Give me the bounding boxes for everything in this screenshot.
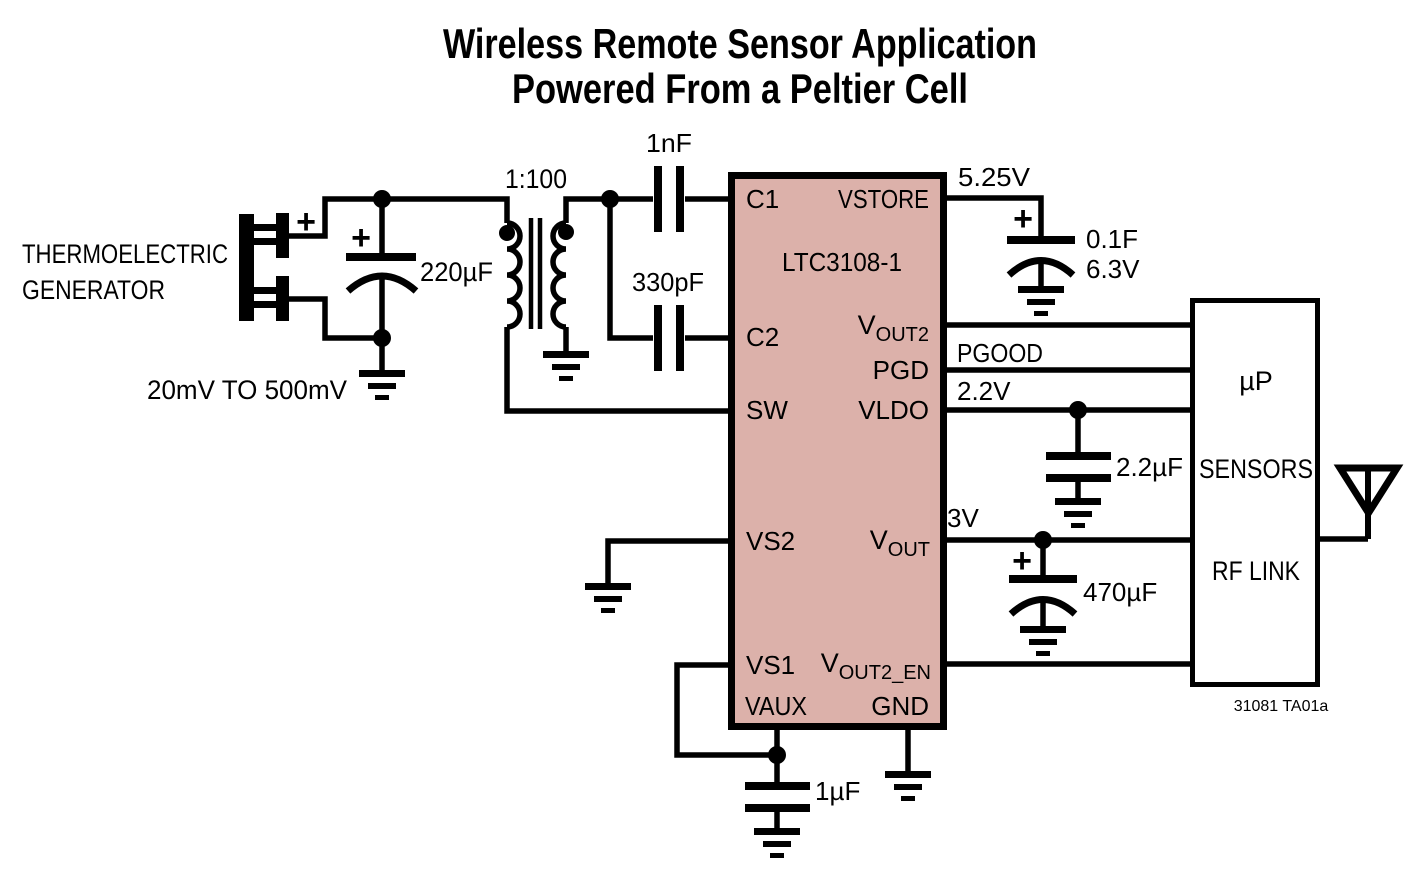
transformer-symbol xyxy=(499,218,574,330)
pin-label-vs1: VS1 xyxy=(746,650,795,680)
diagram-title-line2: Powered From a Peltier Cell xyxy=(512,65,968,112)
teg-range-label: 20mV TO 500mV xyxy=(147,375,347,405)
figure-note: 31081 TA01a xyxy=(1234,698,1329,715)
pin-label-vout2: VOUT2 xyxy=(858,310,929,346)
cap-220uF-label: 220µF xyxy=(420,257,493,287)
junction-dots xyxy=(373,190,1087,764)
ground-cstore xyxy=(1018,286,1064,316)
wire-junction-drop xyxy=(607,199,653,341)
primary-winding xyxy=(506,220,523,330)
ic-body xyxy=(728,172,947,730)
junction-secondary xyxy=(601,190,619,208)
ground-vs2 xyxy=(585,583,631,613)
pin-label-vout-main: V xyxy=(870,525,888,555)
cap-470uF-label: 470µF xyxy=(1083,577,1157,607)
pin-label-c2: C2 xyxy=(746,322,779,352)
cap-0p1F-value: 0.1F xyxy=(1086,224,1138,254)
pin-label-vldo: VLDO xyxy=(858,395,929,425)
mcu-label-rflink: RF LINK xyxy=(1212,556,1300,586)
cap-470uF xyxy=(1008,575,1078,617)
pin-label-vout2-en-main: V xyxy=(821,648,839,678)
mcu-label-up: µP xyxy=(1239,366,1273,396)
ground-cvaux xyxy=(754,828,800,858)
cap-330pF-label: 330pF xyxy=(632,267,704,297)
pin-label-c1: C1 xyxy=(746,184,779,214)
wire-secondary-top xyxy=(563,196,653,223)
cap-0p1F-rating: 6.3V xyxy=(1086,254,1140,284)
mcu-label-sensors: SENSORS xyxy=(1199,454,1313,484)
wire-teg-minus xyxy=(289,296,382,341)
secondary-winding xyxy=(550,220,567,330)
transformer-ratio-label: 1:100 xyxy=(505,164,567,194)
rail-pgood-label: PGOOD xyxy=(957,338,1043,368)
phase-dot-secondary xyxy=(558,224,574,240)
cap-220uF-plus: + xyxy=(351,219,371,257)
wire-primary-to-sw xyxy=(504,327,733,414)
pin-label-vout2-en: VOUT2_EN xyxy=(821,648,931,684)
pin-label-vout-sub: OUT xyxy=(888,539,930,561)
ground-gnd-pin xyxy=(885,771,931,801)
diagram-title-line1: Wireless Remote Sensor Application xyxy=(443,20,1037,67)
pin-label-gnd: GND xyxy=(871,691,929,721)
cap-0p1F-plus: + xyxy=(1013,200,1033,238)
cap-330pF xyxy=(654,305,684,371)
cap-220uF xyxy=(345,253,419,294)
teg-plus-sign: + xyxy=(296,203,316,241)
wire-teg-plus xyxy=(289,196,510,239)
cap-1nF-label: 1nF xyxy=(646,128,692,158)
pin-label-vaux: VAUX xyxy=(745,691,807,721)
junction-vout xyxy=(1034,531,1052,549)
wire-vs1-loop xyxy=(674,662,777,758)
teg-symbol xyxy=(239,213,289,321)
rail-vldo-label: 2.2V xyxy=(957,376,1011,406)
phase-dot-primary xyxy=(499,225,515,241)
junction-vaux xyxy=(768,746,786,764)
pin-label-vs2: VS2 xyxy=(746,526,795,556)
ground-cvldo xyxy=(1055,498,1101,528)
pin-label-sw: SW xyxy=(746,395,788,425)
cap-0p1F xyxy=(1006,236,1076,278)
cap-2p2uF-label: 2.2µF xyxy=(1116,452,1183,482)
teg-label-line2: GENERATOR xyxy=(22,275,165,305)
ground-cvout xyxy=(1020,626,1066,656)
pin-label-vout2-en-sub: OUT2_EN xyxy=(839,662,931,684)
cap-2p2uF xyxy=(1046,452,1111,482)
wires xyxy=(289,195,1368,829)
cap-470uF-plus: + xyxy=(1012,542,1032,580)
cap-1nF xyxy=(654,166,684,232)
ground-cin xyxy=(359,370,405,400)
rail-vstore-label: 5.25V xyxy=(958,162,1031,192)
antenna-icon xyxy=(1333,464,1404,539)
pin-label-vout2-sub: OUT2 xyxy=(876,324,929,346)
teg-label-line1: THERMOELECTRIC xyxy=(22,239,228,269)
cap-1uF-label: 1µF xyxy=(815,776,860,806)
junction-teg-top xyxy=(373,190,391,208)
cap-1uF xyxy=(745,782,810,812)
junction-teg-bottom xyxy=(373,329,391,347)
wire-vstore xyxy=(941,195,1044,240)
ic-part-label: LTC3108-1 xyxy=(782,247,902,277)
rail-vout-label: 3V xyxy=(947,503,979,533)
pin-label-vstore: VSTORE xyxy=(838,184,929,214)
ground-secondary xyxy=(543,351,589,381)
pin-label-vout2-main: V xyxy=(858,310,876,340)
mcu-body xyxy=(1190,298,1320,687)
wire-vs2-gnd xyxy=(605,538,733,584)
pin-label-vout: VOUT xyxy=(870,525,930,561)
junction-vldo xyxy=(1069,401,1087,419)
pin-label-pgd: PGD xyxy=(873,355,929,385)
